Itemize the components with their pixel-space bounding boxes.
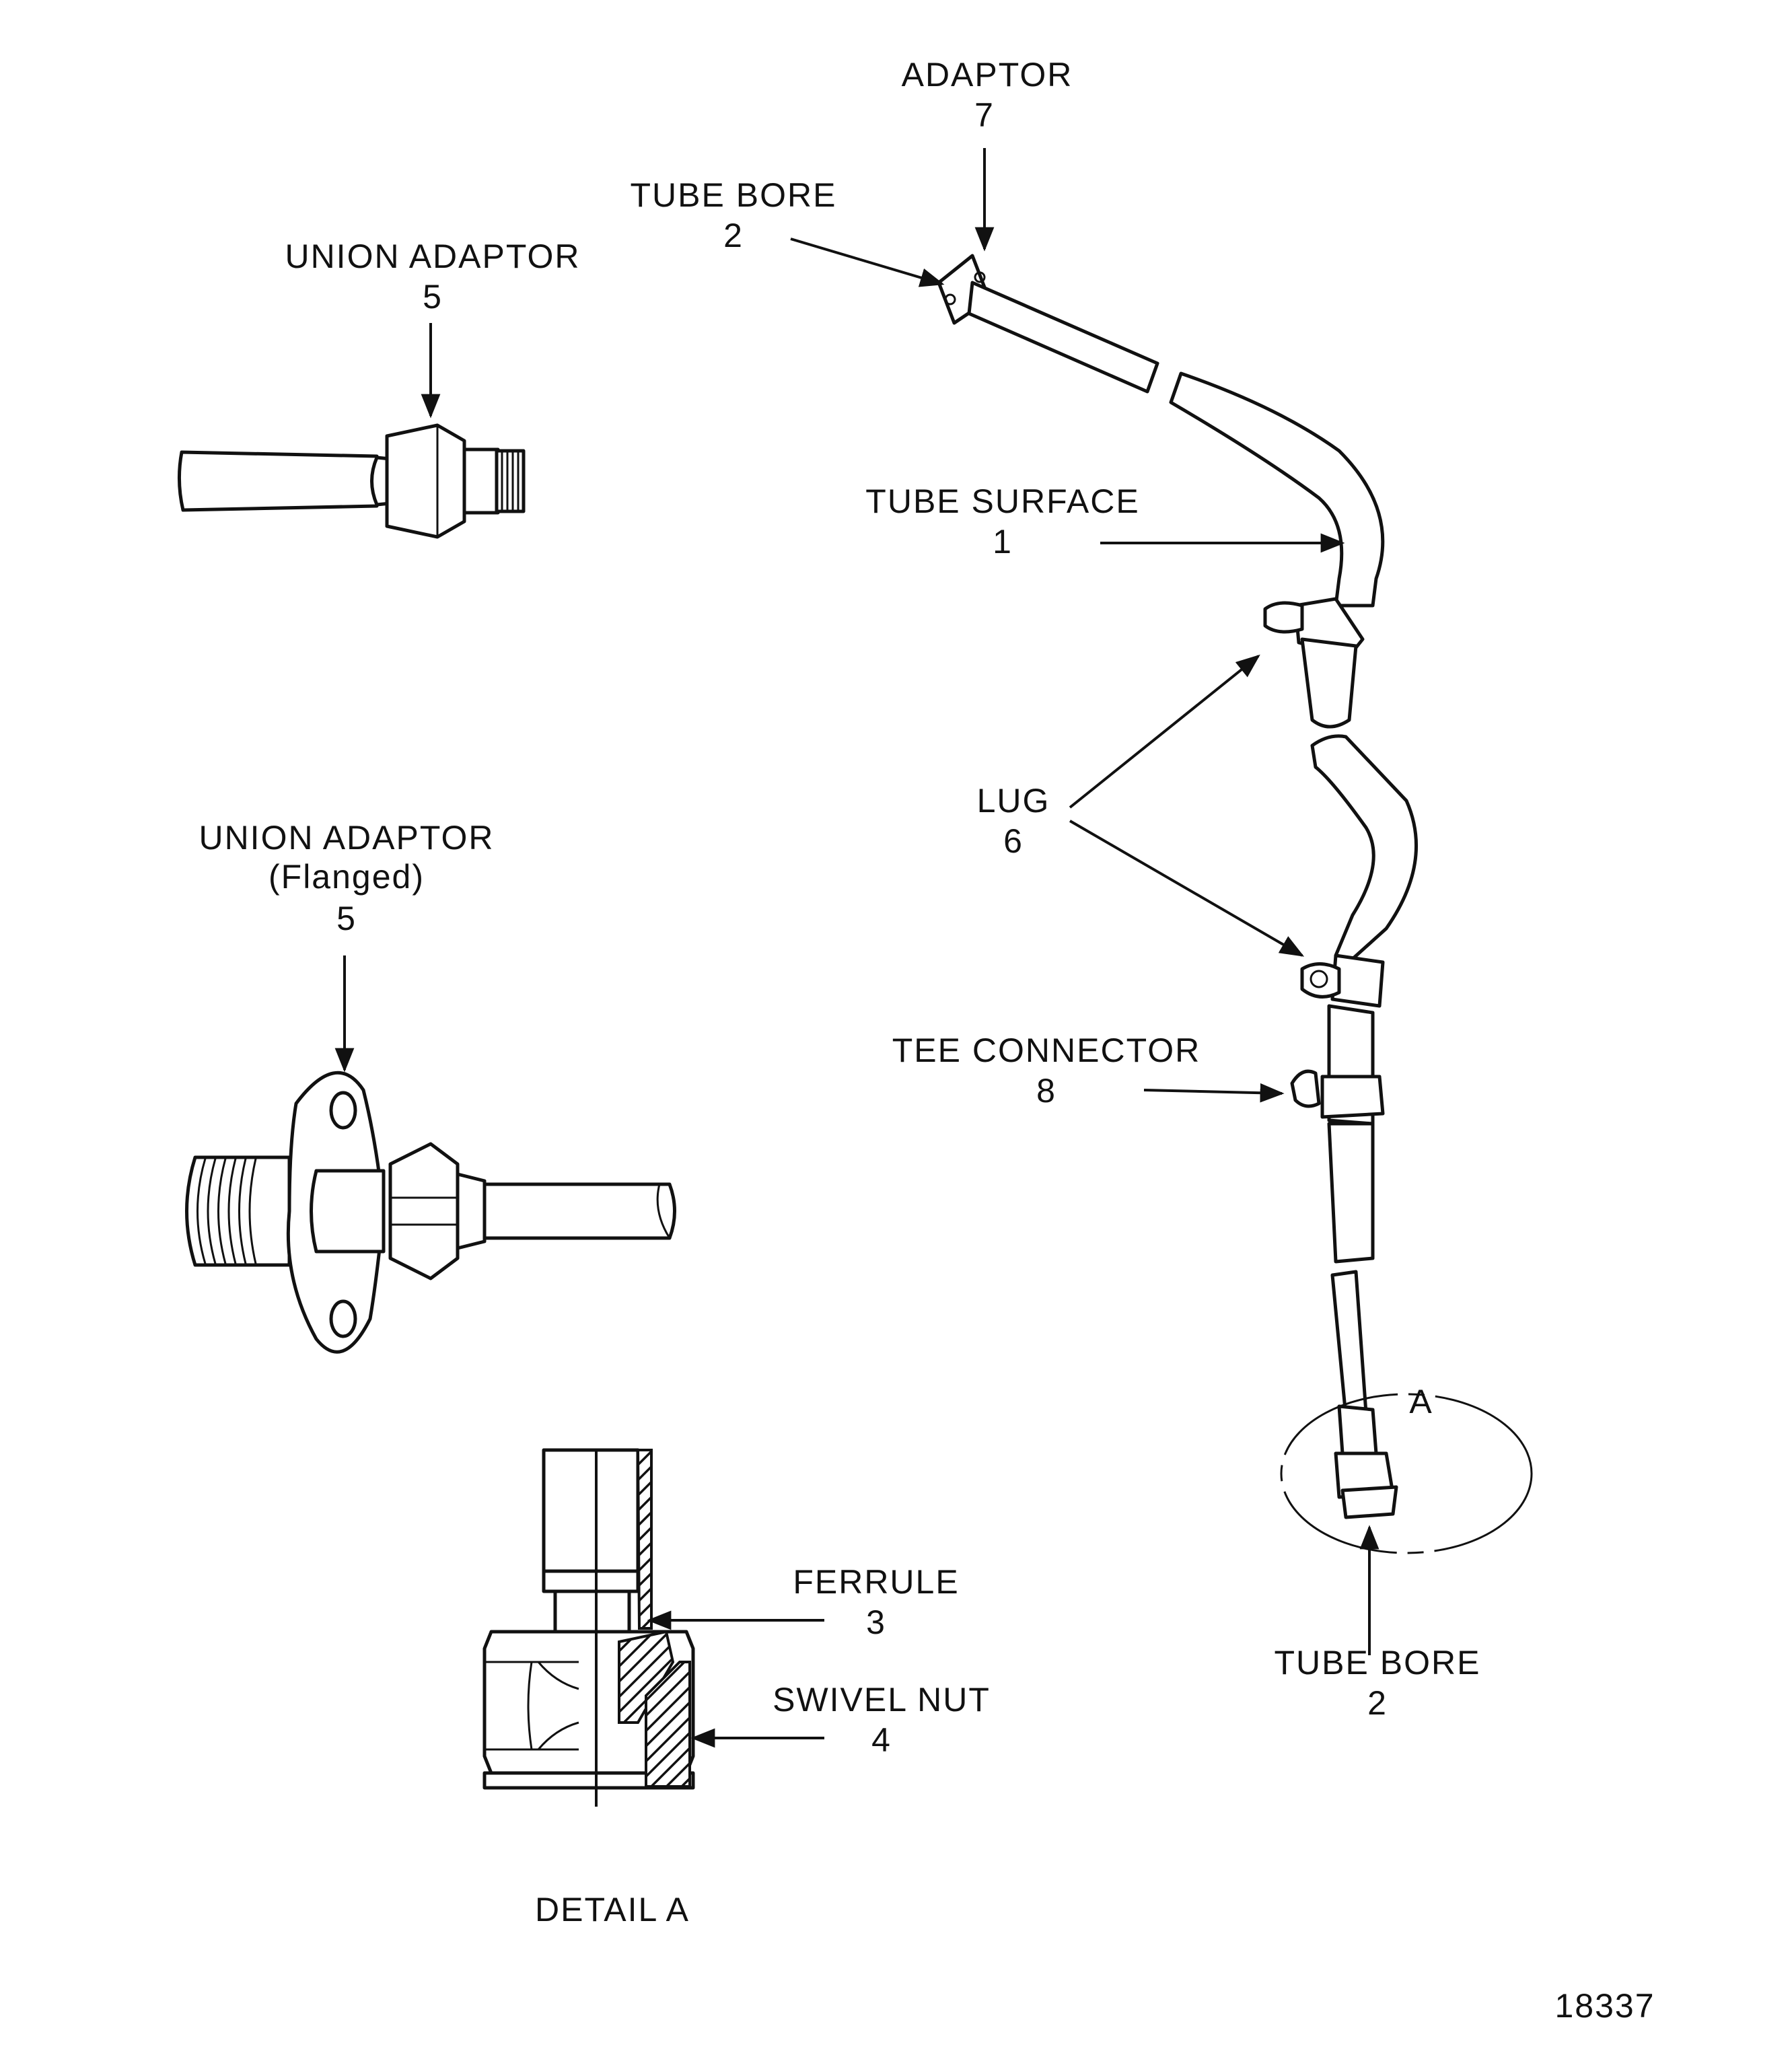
ferrule-name: FERRULE: [793, 1563, 959, 1601]
lug-name: LUG: [977, 782, 1050, 820]
figure-number: 18337: [1554, 1987, 1655, 2025]
swivel-nut-name: SWIVEL NUT: [773, 1681, 991, 1719]
detail-a-marker: A: [1409, 1383, 1433, 1420]
union-adaptor-flanged-drawing: [185, 1071, 676, 1354]
swivel-nut-label: SWIVEL NUT 4: [773, 1681, 991, 1759]
leader-lines: [334, 148, 1379, 1748]
detail-a-drawing: [482, 1448, 695, 1807]
ferrule-num: 3: [866, 1603, 886, 1641]
swivel-nut-num: 4: [871, 1721, 892, 1759]
adaptor-7-label: ADAPTOR 7: [902, 56, 1073, 134]
adaptor-label-num: 7: [974, 96, 995, 134]
union-adaptor-flanged-sub: (Flanged): [268, 858, 425, 896]
tube-bore-bottom-label: TUBE BORE 2: [1275, 1644, 1481, 1722]
tube-bore-top-name: TUBE BORE: [631, 176, 837, 214]
union-adaptor-flanged-label: UNION ADAPTOR (Flanged) 5: [199, 819, 494, 937]
tube-surface-name: TUBE SURFACE: [865, 482, 1139, 520]
tube-bore-top-label: TUBE BORE 2: [631, 176, 837, 254]
union-adaptor-top-label: UNION ADAPTOR 5: [285, 238, 580, 316]
tee-connector-label: TEE CONNECTOR 8: [892, 1032, 1200, 1110]
tube-bore-bottom-num: 2: [1367, 1684, 1388, 1722]
tee-connector-num: 8: [1036, 1072, 1056, 1110]
tube-surface-num: 1: [993, 523, 1013, 561]
detail-a-caption: DETAIL A: [535, 1891, 690, 1928]
union-adaptor-flanged-name: UNION ADAPTOR: [199, 819, 494, 857]
union-adaptor-drawing: [177, 423, 526, 539]
tube-surface-label: TUBE SURFACE 1: [865, 482, 1139, 561]
tee-connector-name: TEE CONNECTOR: [892, 1032, 1200, 1069]
ferrule-label: FERRULE 3: [793, 1563, 959, 1641]
union-adaptor-top-name: UNION ADAPTOR: [285, 238, 580, 275]
lug-label: LUG 6: [977, 782, 1050, 860]
adaptor-label-name: ADAPTOR: [902, 56, 1073, 94]
tube-bore-top-num: 2: [723, 217, 744, 254]
union-adaptor-top-num: 5: [423, 278, 443, 316]
tube-assembly-drawing: [937, 254, 1533, 1554]
tube-bore-bottom-name: TUBE BORE: [1275, 1644, 1481, 1682]
union-adaptor-flanged-num: 5: [336, 900, 357, 937]
lug-num: 6: [1003, 822, 1024, 860]
